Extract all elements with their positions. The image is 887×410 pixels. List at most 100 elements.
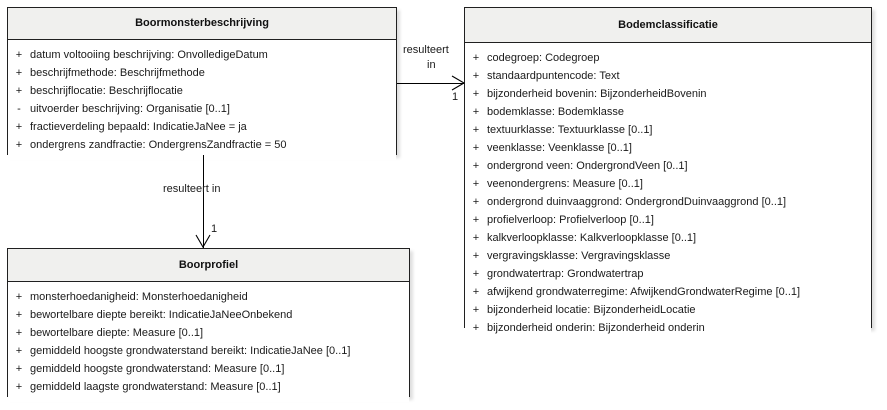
visibility-marker: +: [472, 286, 480, 298]
class-header-boorprofiel: Boorprofiel: [8, 249, 409, 282]
connector-label-resulteert-in-line1: resulteert: [403, 44, 449, 56]
visibility-marker: +: [472, 214, 480, 226]
class-title: Boormonsterbeschrijving: [135, 17, 269, 29]
attribute-row: + veenklasse: Veenklasse [0..1]: [465, 139, 871, 157]
class-box-boorprofiel[interactable]: Boorprofiel + monsterhoedanigheid: Monst…: [7, 248, 410, 402]
attribute-row: + ondergrond duinvaaggrond: OndergrondDu…: [465, 193, 871, 211]
attribute-row: + bijzonderheid locatie: BijzonderheidLo…: [465, 301, 871, 319]
attribute-label: beschrijflocatie: Beschrijflocatie: [30, 85, 183, 97]
visibility-marker: +: [472, 106, 480, 118]
attribute-row: + beschrijflocatie: Beschrijflocatie: [8, 82, 396, 100]
attribute-label: bijzonderheid bovenin: BijzonderheidBove…: [487, 88, 707, 100]
class-title: Bodemclassificatie: [618, 18, 718, 31]
attribute-label: datum voltooiing beschrijving: Onvolledi…: [30, 49, 268, 61]
visibility-marker: +: [472, 322, 480, 334]
visibility-marker: +: [15, 327, 23, 339]
attribute-row: + beschrijfmethode: Beschrijfmethode: [8, 64, 396, 82]
class-box-boormonsterbeschrijving[interactable]: Boormonsterbeschrijving + datum voltooii…: [7, 7, 397, 160]
attribute-label: ondergrond duinvaaggrond: OndergrondDuin…: [487, 196, 787, 208]
class-attributes-boormonsterbeschrijving: + datum voltooiing beschrijving: Onvolle…: [8, 40, 396, 160]
attribute-row: + fractieverdeling bepaald: IndicatieJaN…: [8, 118, 396, 136]
connector-line-to-boorprofiel[interactable]: [203, 155, 204, 248]
attribute-row: + grondwatertrap: Grondwatertrap: [465, 265, 871, 283]
connector-line-to-bodemclassificatie[interactable]: [397, 83, 464, 84]
visibility-marker: +: [15, 381, 23, 393]
visibility-marker: +: [472, 124, 480, 136]
visibility-marker: +: [15, 309, 23, 321]
visibility-marker: +: [472, 88, 480, 100]
visibility-marker: +: [15, 291, 23, 303]
attribute-row: + kalkverloopklasse: Kalkverloopklasse […: [465, 229, 871, 247]
attribute-row: + bodemklasse: Bodemklasse: [465, 103, 871, 121]
class-header-boormonsterbeschrijving: Boormonsterbeschrijving: [8, 8, 396, 40]
visibility-marker: -: [17, 103, 21, 115]
connector-label-resulteert-in-vertical: resulteert in: [163, 183, 221, 195]
attribute-row: + afwijkend grondwaterregime: AfwijkendG…: [465, 283, 871, 301]
class-attributes-bodemclassificatie: + codegroep: Codegroep + standaardpunten…: [465, 43, 871, 343]
visibility-marker: +: [472, 70, 480, 82]
attribute-row: + textuurklasse: Textuurklasse [0..1]: [465, 121, 871, 139]
attribute-row: + datum voltooiing beschrijving: Onvolle…: [8, 46, 396, 64]
attribute-label: gemiddeld laagste grondwaterstand: Measu…: [30, 381, 281, 393]
attribute-label: fractieverdeling bepaald: IndicatieJaNee…: [30, 121, 247, 133]
attribute-label: veenondergrens: Measure [0..1]: [487, 178, 643, 190]
visibility-marker: +: [15, 121, 23, 133]
class-header-bodemclassificatie: Bodemclassificatie: [465, 8, 871, 43]
visibility-marker: +: [472, 196, 480, 208]
attribute-label: ondergrond veen: OndergrondVeen [0..1]: [487, 160, 688, 172]
visibility-marker: +: [15, 363, 23, 375]
attribute-row: + vergravingsklasse: Vergravingsklasse: [465, 247, 871, 265]
attribute-label: textuurklasse: Textuurklasse [0..1]: [487, 124, 653, 136]
attribute-label: gemiddeld hoogste grondwaterstand bereik…: [30, 345, 351, 357]
class-title: Boorprofiel: [178, 258, 239, 271]
attribute-label: vergravingsklasse: Vergravingsklasse: [487, 250, 671, 262]
attribute-label: profielverloop: Profielverloop [0..1]: [487, 214, 654, 226]
visibility-marker: +: [472, 304, 480, 316]
attribute-row: + gemiddeld hoogste grondwaterstand: Mea…: [8, 360, 409, 378]
attribute-label: standaardpuntencode: Text: [487, 70, 620, 82]
attribute-row: + gemiddeld laagste grondwaterstand: Mea…: [8, 378, 409, 396]
attribute-row: - uitvoerder beschrijving: Organisatie […: [8, 100, 396, 118]
visibility-marker: +: [15, 67, 23, 79]
connector-multiplicity-bodemclassificatie: 1: [452, 91, 459, 103]
visibility-marker: +: [15, 49, 23, 61]
attribute-label: kalkverloopklasse: Kalkverloopklasse [0.…: [487, 232, 697, 244]
attribute-label: bodemklasse: Bodemklasse: [487, 106, 624, 118]
attribute-row: + gemiddeld hoogste grondwaterstand bere…: [8, 342, 409, 360]
visibility-marker: +: [472, 52, 480, 64]
visibility-marker: +: [472, 250, 480, 262]
class-box-bodemclassificatie[interactable]: Bodemclassificatie + codegroep: Codegroe…: [464, 7, 872, 343]
attribute-label: afwijkend grondwaterregime: AfwijkendGro…: [487, 286, 801, 298]
attribute-row: + bewortelbare diepte: Measure [0..1]: [8, 324, 409, 342]
attribute-label: codegroep: Codegroep: [487, 52, 600, 64]
visibility-marker: +: [472, 232, 480, 244]
attribute-label: gemiddeld hoogste grondwaterstand: Measu…: [30, 363, 285, 375]
visibility-marker: +: [472, 178, 480, 190]
attribute-label: uitvoerder beschrijving: Organisatie [0.…: [30, 103, 230, 115]
attribute-label: monsterhoedanigheid: Monsterhoedanigheid: [30, 291, 248, 303]
attribute-label: bewortelbare diepte: Measure [0..1]: [30, 327, 204, 339]
visibility-marker: +: [472, 160, 480, 172]
attribute-label: bewortelbare diepte bereikt: IndicatieJa…: [30, 309, 293, 321]
attribute-row: + bijzonderheid onderin: Bijzonderheid o…: [465, 319, 871, 337]
connector-multiplicity-boorprofiel: 1: [211, 223, 218, 235]
attribute-row: + monsterhoedanigheid: Monsterhoedanighe…: [8, 288, 409, 306]
attribute-label: veenklasse: Veenklasse [0..1]: [487, 142, 632, 154]
attribute-label: bijzonderheid onderin: Bijzonderheid ond…: [487, 322, 705, 334]
visibility-marker: +: [472, 142, 480, 154]
attribute-label: beschrijfmethode: Beschrijfmethode: [30, 67, 205, 79]
attribute-row: + veenondergrens: Measure [0..1]: [465, 175, 871, 193]
visibility-marker: +: [472, 268, 480, 280]
arrowhead-open-right-icon: [451, 75, 466, 91]
attribute-row: + ondergrens zandfractie: OndergrensZand…: [8, 136, 396, 154]
attribute-row: + profielverloop: Profielverloop [0..1]: [465, 211, 871, 229]
attribute-label: ondergrens zandfractie: OndergrensZandfr…: [30, 139, 287, 151]
class-attributes-boorprofiel: + monsterhoedanigheid: Monsterhoedanighe…: [8, 282, 409, 402]
visibility-marker: +: [15, 345, 23, 357]
attribute-label: grondwatertrap: Grondwatertrap: [487, 268, 644, 280]
arrowhead-open-down-icon: [195, 234, 211, 249]
attribute-row: + codegroep: Codegroep: [465, 49, 871, 67]
attribute-row: + bijzonderheid bovenin: BijzonderheidBo…: [465, 85, 871, 103]
connector-label-resulteert-in-line2: in: [427, 59, 436, 71]
